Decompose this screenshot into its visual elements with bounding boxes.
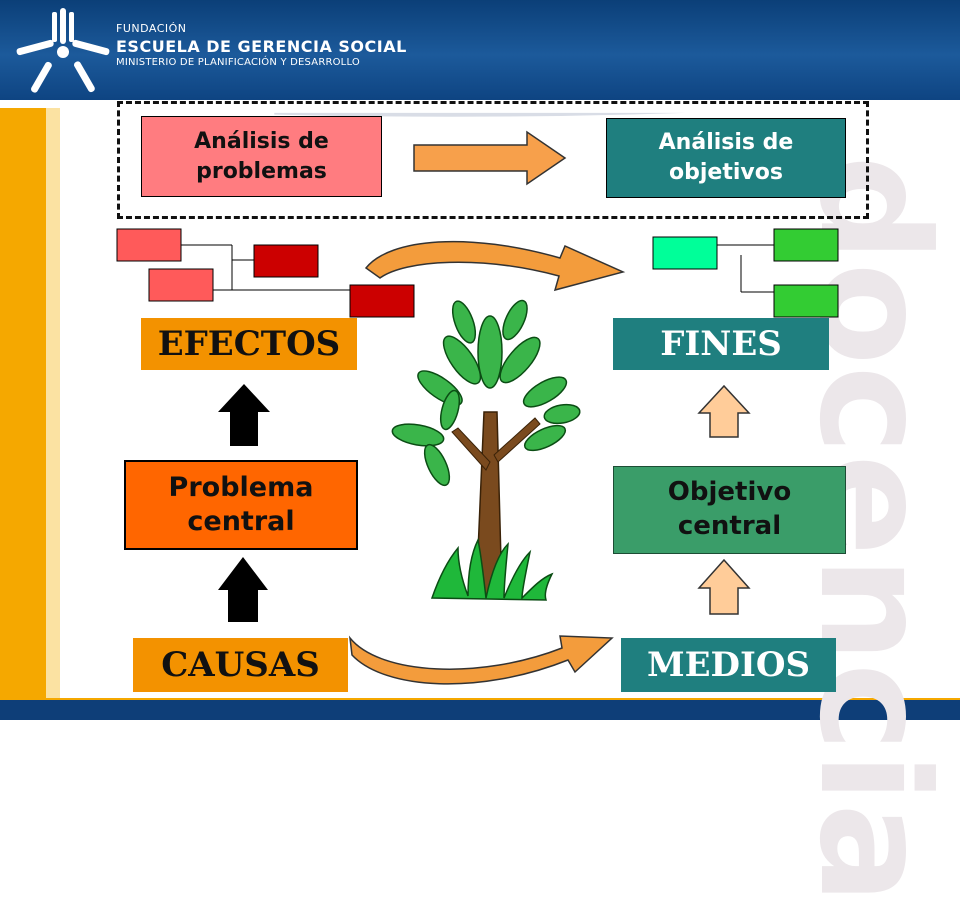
header-bar (0, 0, 960, 100)
org-label-foundation: FUNDACIÓN (116, 22, 187, 35)
problem-mini-tree-icon (116, 228, 415, 318)
effects-label: EFECTOS (157, 324, 341, 364)
transform-arrow-icon (413, 130, 567, 186)
black-up-arrow-upper-icon (218, 384, 270, 446)
central-problem-label: Problema central (168, 472, 314, 537)
peach-up-arrow-upper-icon (697, 384, 751, 438)
header-curve-decoration (274, 102, 686, 117)
left-accent-bar-light (46, 108, 60, 710)
diagram-graphics (116, 130, 839, 685)
left-accent-bar (0, 108, 46, 710)
tree-illustration-icon (391, 299, 581, 601)
means-label: MEDIOS (646, 645, 811, 685)
org-name: ESCUELA DE GERENCIA SOCIAL (116, 37, 407, 56)
objective-analysis-label: Análisis de objetivos (658, 130, 794, 185)
analysis-section-frame (117, 101, 869, 219)
peach-up-arrow-lower-icon (697, 558, 751, 615)
ends-box: FINES (613, 318, 829, 370)
curved-arrow-top-icon (364, 240, 626, 292)
footer-bar (0, 700, 960, 720)
causes-box: CAUSAS (133, 638, 348, 692)
central-problem-box: Problema central (124, 460, 358, 550)
effects-box: EFECTOS (141, 318, 357, 370)
black-up-arrow-lower-icon (218, 557, 268, 622)
central-objective-box: Objetivo central (613, 466, 846, 554)
objective-mini-tree-icon (652, 228, 839, 318)
curved-arrow-bottom-icon (348, 635, 614, 685)
means-box: MEDIOS (621, 638, 836, 692)
problem-analysis-box: Análisis de problemas (141, 116, 382, 197)
objective-analysis-box: Análisis de objetivos (606, 118, 846, 198)
org-ministry: MINISTERIO DE PLANIFICACIÓN Y DESARROLLO (116, 57, 360, 68)
central-objective-label: Objetivo central (667, 477, 792, 541)
causes-label: CAUSAS (161, 645, 320, 685)
ends-label: FINES (660, 324, 782, 364)
foundation-logo-icon (16, 8, 110, 93)
problem-analysis-label: Análisis de problemas (194, 128, 329, 184)
